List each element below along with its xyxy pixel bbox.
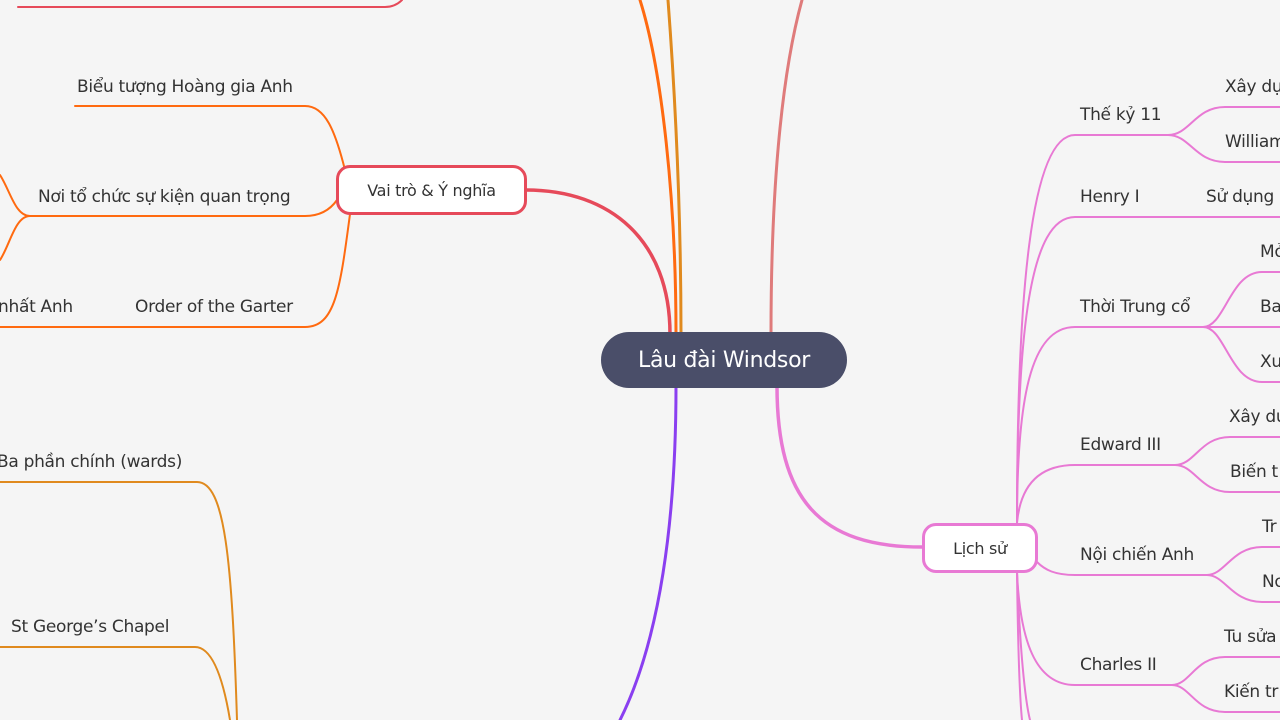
node-events[interactable]: Nơi tổ chức sự kiện quan trọng [38, 187, 291, 207]
node-civil-war[interactable]: Nội chiến Anh [1080, 545, 1195, 565]
topic-role-label: Vai trò & Ý nghĩa [367, 180, 496, 200]
leaf[interactable]: Xây dự [1225, 77, 1280, 97]
topic-history-label: Lịch sử [953, 538, 1007, 558]
node-henry-i[interactable]: Henry I [1080, 187, 1140, 207]
leaf[interactable]: Xây dự [1229, 407, 1280, 427]
leaf[interactable]: Kiến tr [1224, 682, 1279, 702]
root-node[interactable]: Lâu đài Windsor [601, 332, 847, 388]
leaf[interactable]: Ba [1260, 297, 1280, 317]
node-11th-century[interactable]: Thế kỷ 11 [1080, 105, 1162, 125]
leaf[interactable]: Mở [1260, 242, 1280, 262]
node-partial-left[interactable]: nhất Anh [0, 297, 73, 317]
branch-line-role [524, 188, 672, 336]
leaf[interactable]: Xu [1260, 352, 1280, 372]
leaf[interactable]: No [1262, 572, 1280, 592]
leaf[interactable]: William [1225, 132, 1280, 152]
branch-line-salmon [769, 0, 804, 336]
node-garter[interactable]: Order of the Garter [135, 297, 293, 317]
node-middle-ages[interactable]: Thời Trung cổ [1080, 297, 1191, 317]
root-label: Lâu đài Windsor [638, 347, 810, 373]
leaf[interactable]: Tu sửa [1224, 627, 1277, 647]
node-chapel[interactable]: St George’s Chapel [11, 617, 170, 637]
node-wards[interactable]: Ba phần chính (wards) [0, 452, 183, 472]
topic-history[interactable]: Lịch sử [922, 523, 1038, 573]
node-edward-iii[interactable]: Edward III [1080, 435, 1161, 455]
leaf[interactable]: Tr [1262, 517, 1277, 537]
leaf[interactable]: Biến t [1230, 462, 1278, 482]
branch-line-orange [638, 0, 678, 336]
leaf[interactable]: Sử dụng [1206, 187, 1275, 207]
branch-line-purple [618, 384, 678, 720]
branch-line-history [775, 384, 924, 549]
node-royal-symbol[interactable]: Biểu tượng Hoàng gia Anh [77, 77, 293, 97]
node-charles-ii[interactable]: Charles II [1080, 655, 1157, 675]
topic-role[interactable]: Vai trò & Ý nghĩa [336, 165, 527, 215]
branch-line-top-red [17, 0, 403, 8]
branch-line-amber [666, 0, 683, 336]
